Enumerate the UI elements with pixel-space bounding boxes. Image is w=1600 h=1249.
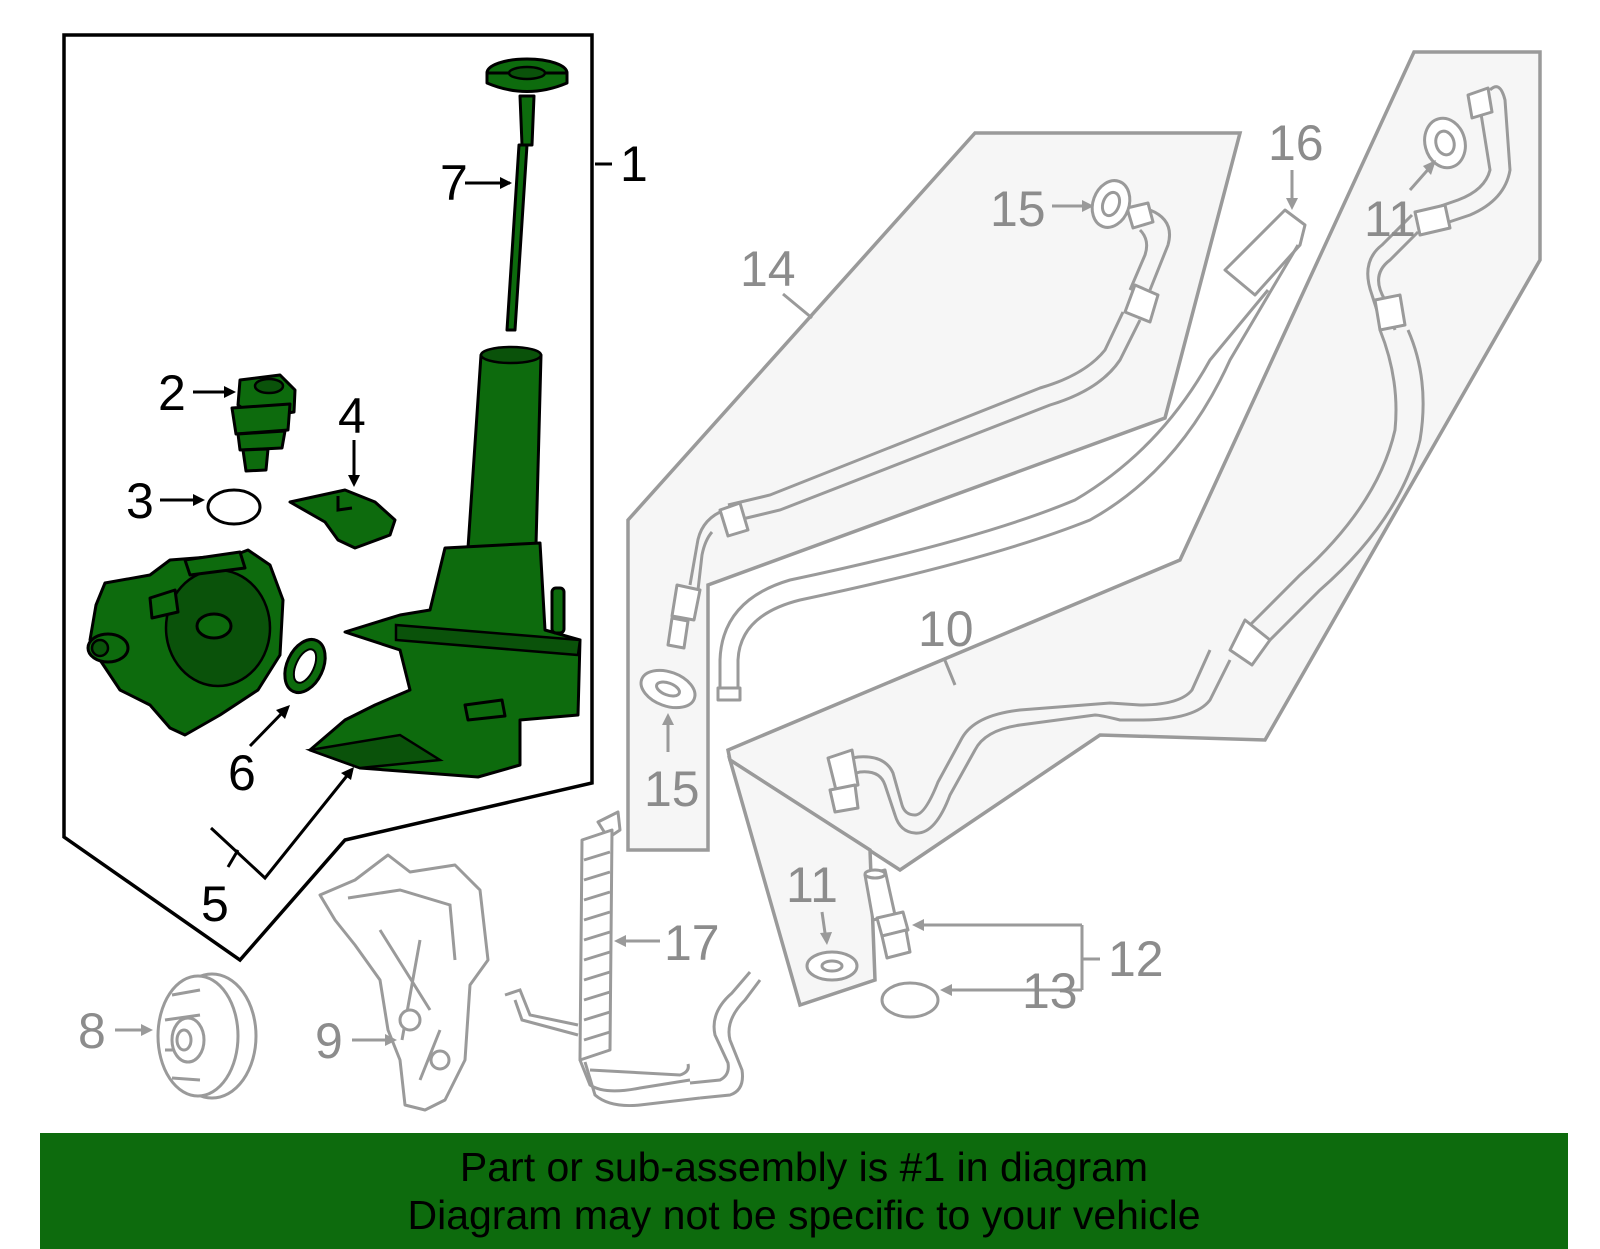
callout-15-top: 15 bbox=[990, 181, 1046, 237]
panel-11 bbox=[727, 756, 877, 1008]
callout-12: 12 bbox=[1108, 931, 1164, 987]
washer-part-11-bottom[interactable] bbox=[805, 950, 859, 982]
bracket-part-9[interactable] bbox=[318, 853, 490, 1112]
panel-14 bbox=[626, 131, 1243, 852]
callout-5: 5 bbox=[201, 876, 229, 932]
dipstick-cap-part-7[interactable] bbox=[485, 57, 569, 332]
fitting-part-2[interactable] bbox=[230, 373, 297, 473]
callout-7: 7 bbox=[440, 155, 468, 211]
cooler-part-17[interactable] bbox=[504, 810, 762, 1107]
cooler-line-part-10[interactable] bbox=[826, 85, 1512, 835]
callout-17: 17 bbox=[664, 915, 720, 971]
return-hose-part-16[interactable] bbox=[716, 208, 1307, 702]
pressure-hose-part-14[interactable] bbox=[666, 201, 1171, 650]
washer-part-15-bottom[interactable] bbox=[636, 663, 700, 714]
footer-banner: Part or sub-assembly is #1 in diagram Di… bbox=[40, 1133, 1568, 1249]
callout-16: 16 bbox=[1268, 115, 1324, 171]
pulley-part-8[interactable] bbox=[156, 972, 258, 1100]
o-ring-part-13[interactable] bbox=[880, 981, 940, 1019]
gray-leaders bbox=[115, 160, 1436, 1046]
callout-14: 14 bbox=[740, 241, 796, 297]
callout-9: 9 bbox=[315, 1013, 343, 1069]
callout-13: 13 bbox=[1022, 963, 1078, 1019]
panel-10 bbox=[726, 50, 1542, 873]
clip-part-4[interactable] bbox=[288, 488, 397, 550]
callout-2: 2 bbox=[158, 365, 186, 421]
callout-11-top: 11 bbox=[1364, 191, 1416, 247]
callout-6: 6 bbox=[228, 745, 256, 801]
seal-part-6[interactable] bbox=[277, 633, 333, 699]
callout-11-bottom: 11 bbox=[786, 857, 838, 913]
callout-10: 10 bbox=[918, 601, 974, 657]
pump-part-5[interactable] bbox=[86, 548, 285, 737]
reservoir-part-1[interactable] bbox=[305, 345, 582, 779]
callout-4: 4 bbox=[338, 388, 366, 444]
footer-line-2: Diagram may not be specific to your vehi… bbox=[407, 1192, 1201, 1238]
callout-1: 1 bbox=[620, 136, 648, 192]
washer-part-11-top[interactable] bbox=[1419, 114, 1471, 173]
callout-15-bottom: 15 bbox=[644, 761, 700, 817]
callout-3: 3 bbox=[126, 473, 154, 529]
o-ring-part-3[interactable] bbox=[206, 488, 262, 526]
callout-8: 8 bbox=[78, 1003, 106, 1059]
fitting-part-12[interactable] bbox=[863, 868, 912, 960]
black-leaders bbox=[160, 162, 612, 881]
washer-part-15-top[interactable] bbox=[1086, 175, 1136, 232]
footer-line-1: Part or sub-assembly is #1 in diagram bbox=[459, 1144, 1149, 1190]
